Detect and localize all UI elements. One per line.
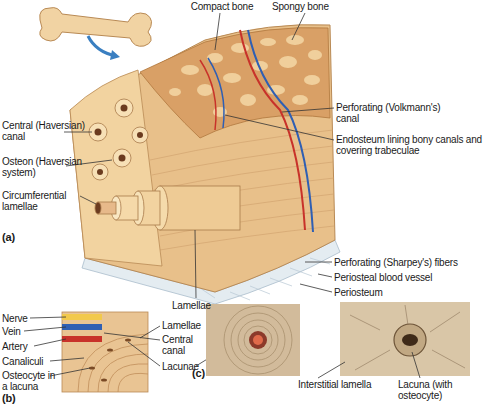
- osteon-rings: [89, 99, 148, 180]
- central-canal: [249, 331, 267, 349]
- micrograph: [340, 302, 470, 376]
- part-label: Osteon (Haversian system): [2, 156, 94, 178]
- part-label: Periosteal blood vessel: [334, 272, 498, 283]
- part-label: Lamellae: [162, 320, 212, 331]
- leader-lines: [64, 13, 334, 298]
- part-label: Central canal: [162, 334, 204, 356]
- osteocyte: [402, 334, 418, 346]
- part-label: Lacuna (with osteocyte): [398, 379, 498, 401]
- nerve: [62, 314, 102, 320]
- part-label: Endosteum lining bony canals and coverin…: [336, 134, 498, 156]
- panel-letter: (b): [2, 393, 32, 404]
- lamellae-rings: [224, 306, 292, 374]
- osteon-block: [62, 312, 148, 392]
- micrograph: [206, 304, 300, 376]
- cross-section: [70, 70, 162, 266]
- part-label: Nerve: [2, 313, 42, 324]
- part-label: Perforating (Volkmann's) canal: [336, 102, 446, 124]
- panel-letter: (c): [192, 368, 222, 379]
- vein: [208, 58, 224, 128]
- lamellae-texture: [150, 130, 334, 250]
- part-label: Circumferential lamellae: [2, 190, 82, 212]
- lamellae-arcs: [78, 334, 148, 392]
- spongy-bone: [140, 28, 330, 138]
- artery: [200, 60, 216, 130]
- part-label: Perforating (Sharpey's) fibers: [334, 257, 498, 268]
- part-label: Interstitial lamella: [298, 379, 378, 390]
- canaliculi: [350, 305, 465, 370]
- arrow-head: [110, 50, 120, 60]
- part-label: Canaliculi: [2, 356, 62, 367]
- osteon-cylinder: [95, 186, 240, 230]
- compact-bone: [70, 25, 335, 292]
- lacunae: [89, 338, 131, 381]
- panel-letter: (a): [2, 232, 32, 243]
- lacuna: [394, 324, 426, 356]
- part-label: Compact bone: [182, 1, 262, 12]
- part-label: Periosteum: [334, 287, 498, 298]
- part-label: Osteocyte in a lacuna: [2, 370, 60, 392]
- vein: [248, 30, 313, 232]
- part-label: Vein: [2, 326, 42, 337]
- trabeculae-spaces: [169, 35, 322, 117]
- vein: [62, 324, 102, 330]
- part-label: Central (Haversian) canal: [2, 120, 90, 142]
- artery: [62, 336, 102, 342]
- bone-icon: [40, 8, 152, 47]
- part-label: Artery: [2, 341, 42, 352]
- vessel: [253, 335, 263, 345]
- part-label: Lamellae: [172, 300, 232, 311]
- leader-lines: [318, 352, 420, 378]
- part-label: Spongy bone: [272, 1, 342, 12]
